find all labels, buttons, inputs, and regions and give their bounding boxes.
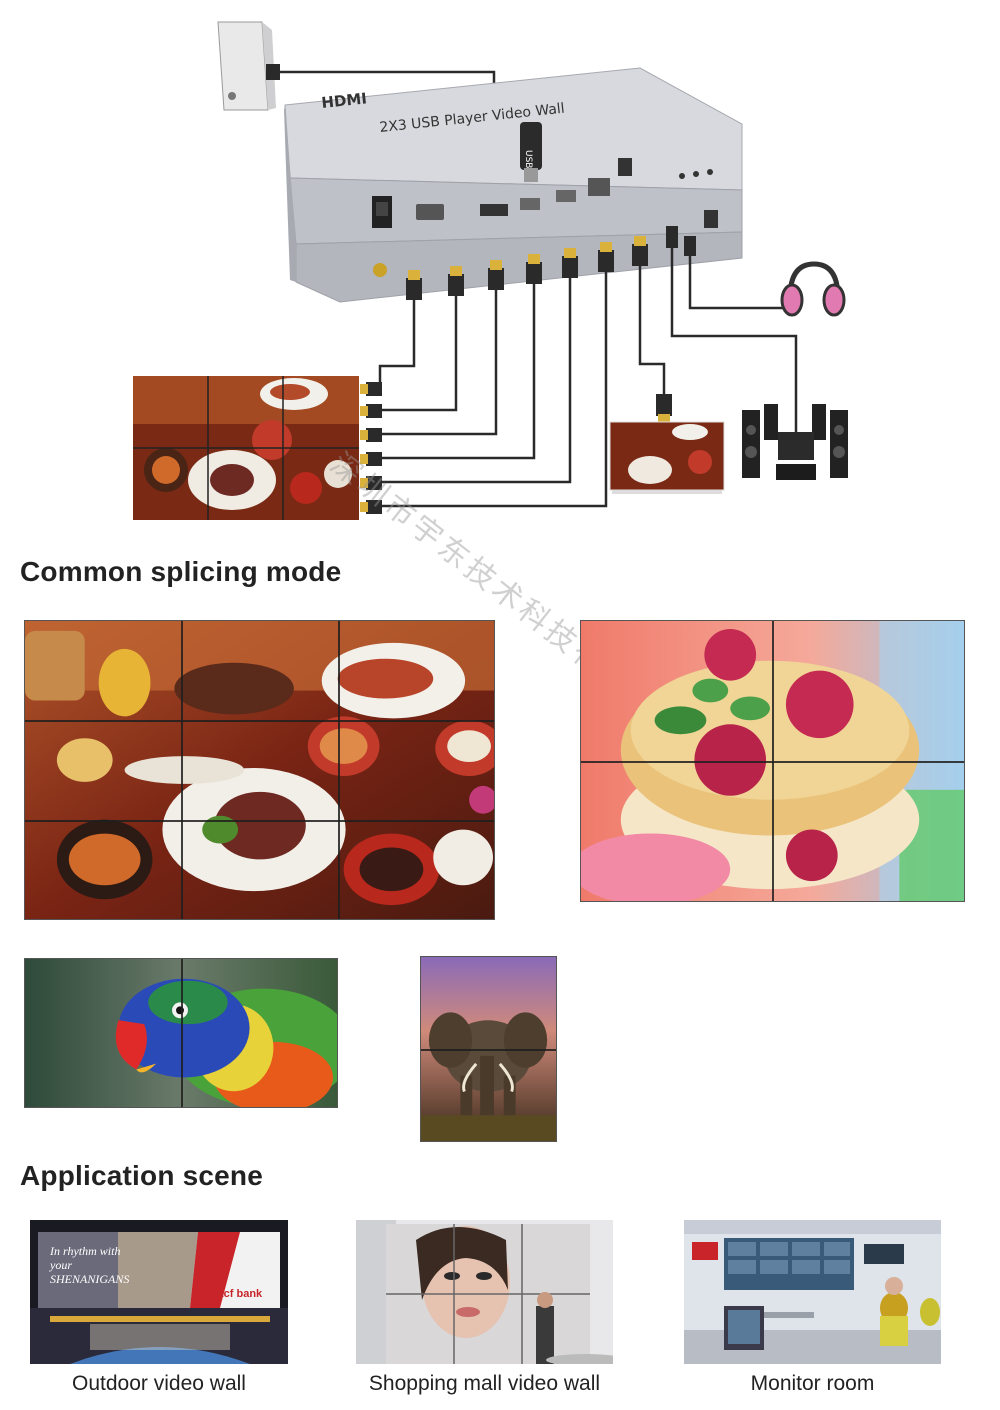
splice-panel-parrot-1x2 xyxy=(24,958,338,1108)
device-brand-logo: HDMI xyxy=(321,89,368,112)
monitor-tv xyxy=(609,421,725,494)
connection-diagram-svg: HDMI 2X3 USB Player Video Wall USB xyxy=(133,21,848,520)
usb-stick-label: USB xyxy=(523,150,533,168)
caption-mall: Shopping mall video wall xyxy=(368,1372,601,1395)
application-heading: Application scene xyxy=(20,1160,264,1191)
splice-panel-food-3x3 xyxy=(24,620,495,920)
caption-outdoor: Outdoor video wall xyxy=(72,1372,246,1395)
output-cables xyxy=(378,246,798,508)
speaker-system-icon xyxy=(742,404,848,480)
player-device: HDMI 2X3 USB Player Video Wall xyxy=(284,67,743,303)
food-scene-image xyxy=(25,621,494,919)
usb-stick-icon: USB xyxy=(520,122,542,182)
splice-panel-elephant-2x1 xyxy=(420,956,557,1142)
outdoor-brand-text: tcf bank xyxy=(220,1288,263,1300)
small-video-wall xyxy=(133,376,359,520)
splice-panel-macaron-2x2 xyxy=(580,620,965,902)
caption-monitor-room: Monitor room xyxy=(750,1372,875,1395)
wall-connectors xyxy=(360,382,672,514)
macaron-image xyxy=(581,621,964,901)
app-image-mall xyxy=(356,1220,613,1364)
app-image-outdoor: In rhythm with your SHENANIGANS tcf bank xyxy=(30,1220,288,1364)
output-connectors xyxy=(406,226,696,300)
app-image-monitor-room xyxy=(684,1220,941,1364)
headphones-icon xyxy=(780,261,846,317)
source-box xyxy=(217,21,276,111)
outdoor-overlay-text: In rhythm with your SHENANIGANS xyxy=(50,1244,130,1286)
splicing-heading: Common splicing mode xyxy=(20,556,342,587)
connection-diagram: HDMI 2X3 USB Player Video Wall USB xyxy=(0,0,1000,540)
